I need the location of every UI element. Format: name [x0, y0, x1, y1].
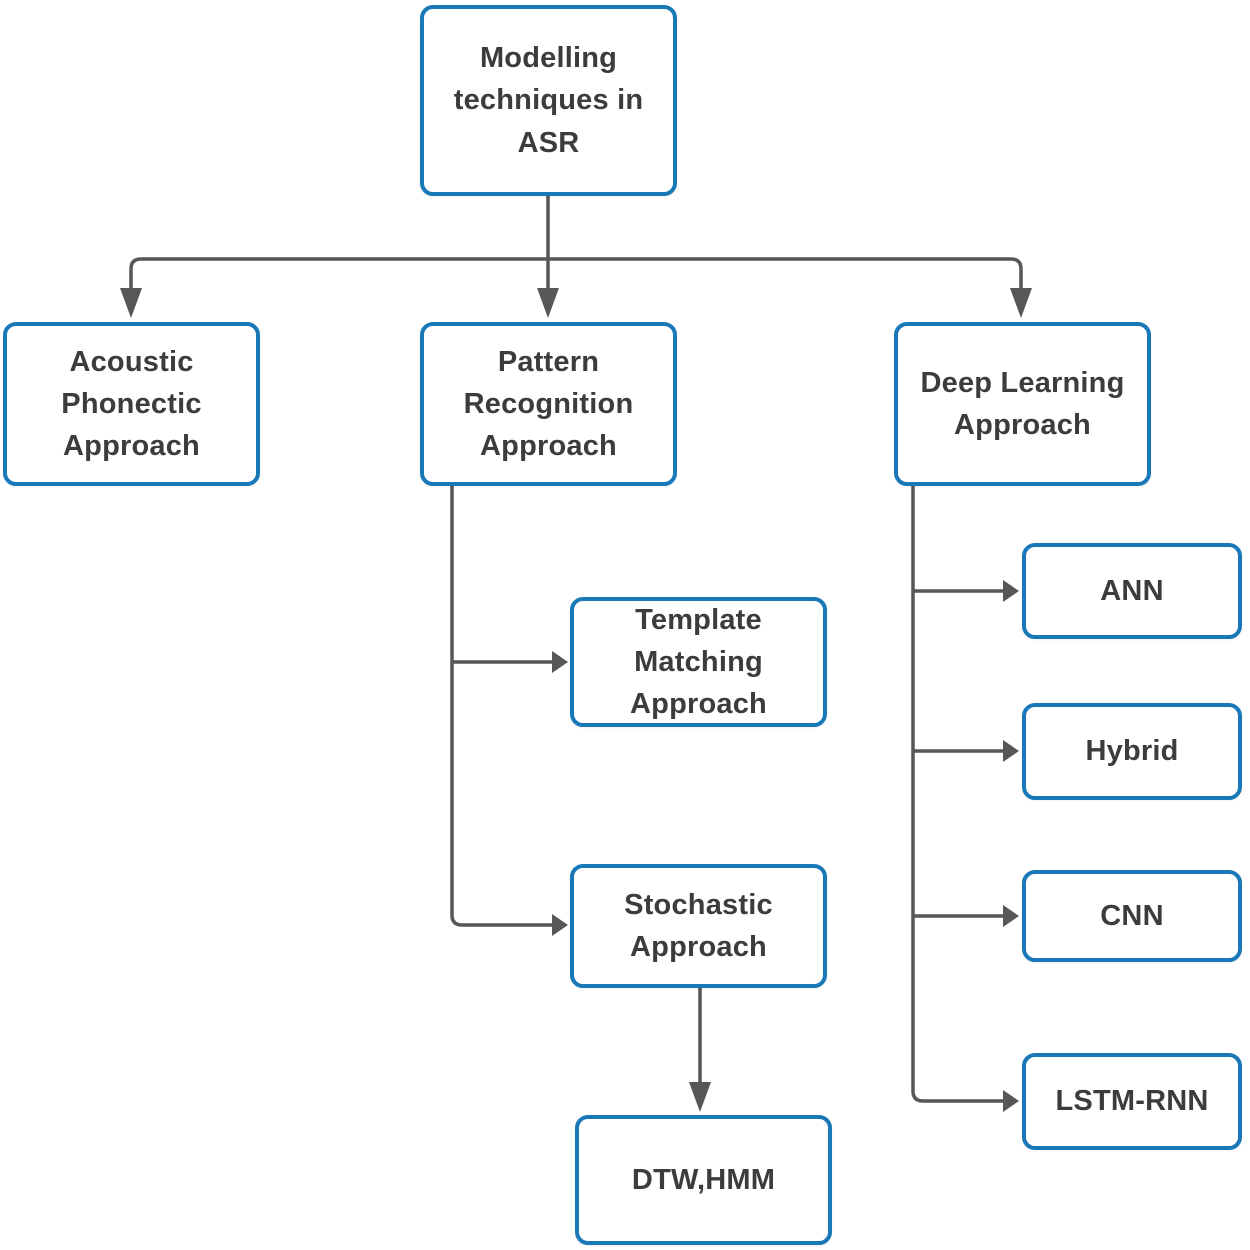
- node-label: Pattern Recognition Approach: [463, 345, 634, 463]
- arrowhead-to-pattern: [537, 288, 559, 318]
- node-cnn: CNN: [1022, 870, 1242, 962]
- connector-deep-stem: [911, 486, 1003, 1103]
- arrowhead-to-stochastic: [552, 914, 568, 936]
- node-dtw-hmm: DTW,HMM: [575, 1115, 832, 1245]
- arrowhead-to-lstm: [1003, 1090, 1019, 1112]
- arrowhead-to-cnn: [1003, 905, 1019, 927]
- node-pattern-recognition-approach: Pattern Recognition Approach: [420, 322, 677, 486]
- node-label: Modelling techniques in ASR: [453, 42, 644, 159]
- node-label: CNN: [1100, 899, 1164, 932]
- node-label: DTW,HMM: [631, 1163, 776, 1196]
- node-deep-learning-approach: Deep Learning Approach: [894, 322, 1151, 486]
- connector-root-rail: [129, 257, 1023, 292]
- arrowhead-to-hybrid: [1003, 740, 1019, 762]
- node-label: Stochastic Approach: [624, 888, 773, 963]
- node-lstm-rnn: LSTM-RNN: [1022, 1053, 1242, 1150]
- connector-pattern-stem: [450, 486, 552, 927]
- node-hybrid: Hybrid: [1022, 703, 1242, 800]
- node-modelling-techniques-in-asr: Modelling techniques in ASR: [420, 5, 677, 196]
- node-label: Template Matching Approach: [630, 603, 767, 721]
- arrowhead-to-ann: [1003, 580, 1019, 602]
- node-label: ANN: [1100, 574, 1164, 607]
- arrowhead-to-acoustic: [120, 288, 142, 318]
- arrowhead-to-template: [552, 651, 568, 673]
- node-template-matching-approach: Template Matching Approach: [570, 597, 827, 727]
- arrowhead-to-dtw: [689, 1082, 711, 1112]
- node-stochastic-approach: Stochastic Approach: [570, 864, 827, 988]
- node-label: LSTM-RNN: [1055, 1085, 1209, 1118]
- node-label: Acoustic Phonectic Approach: [61, 345, 202, 463]
- node-acoustic-phonectic-approach: Acoustic Phonectic Approach: [3, 322, 260, 486]
- node-label: Deep Learning Approach: [920, 366, 1125, 441]
- node-label: Hybrid: [1085, 735, 1179, 768]
- arrowhead-to-deep: [1010, 288, 1032, 318]
- node-ann: ANN: [1022, 543, 1242, 639]
